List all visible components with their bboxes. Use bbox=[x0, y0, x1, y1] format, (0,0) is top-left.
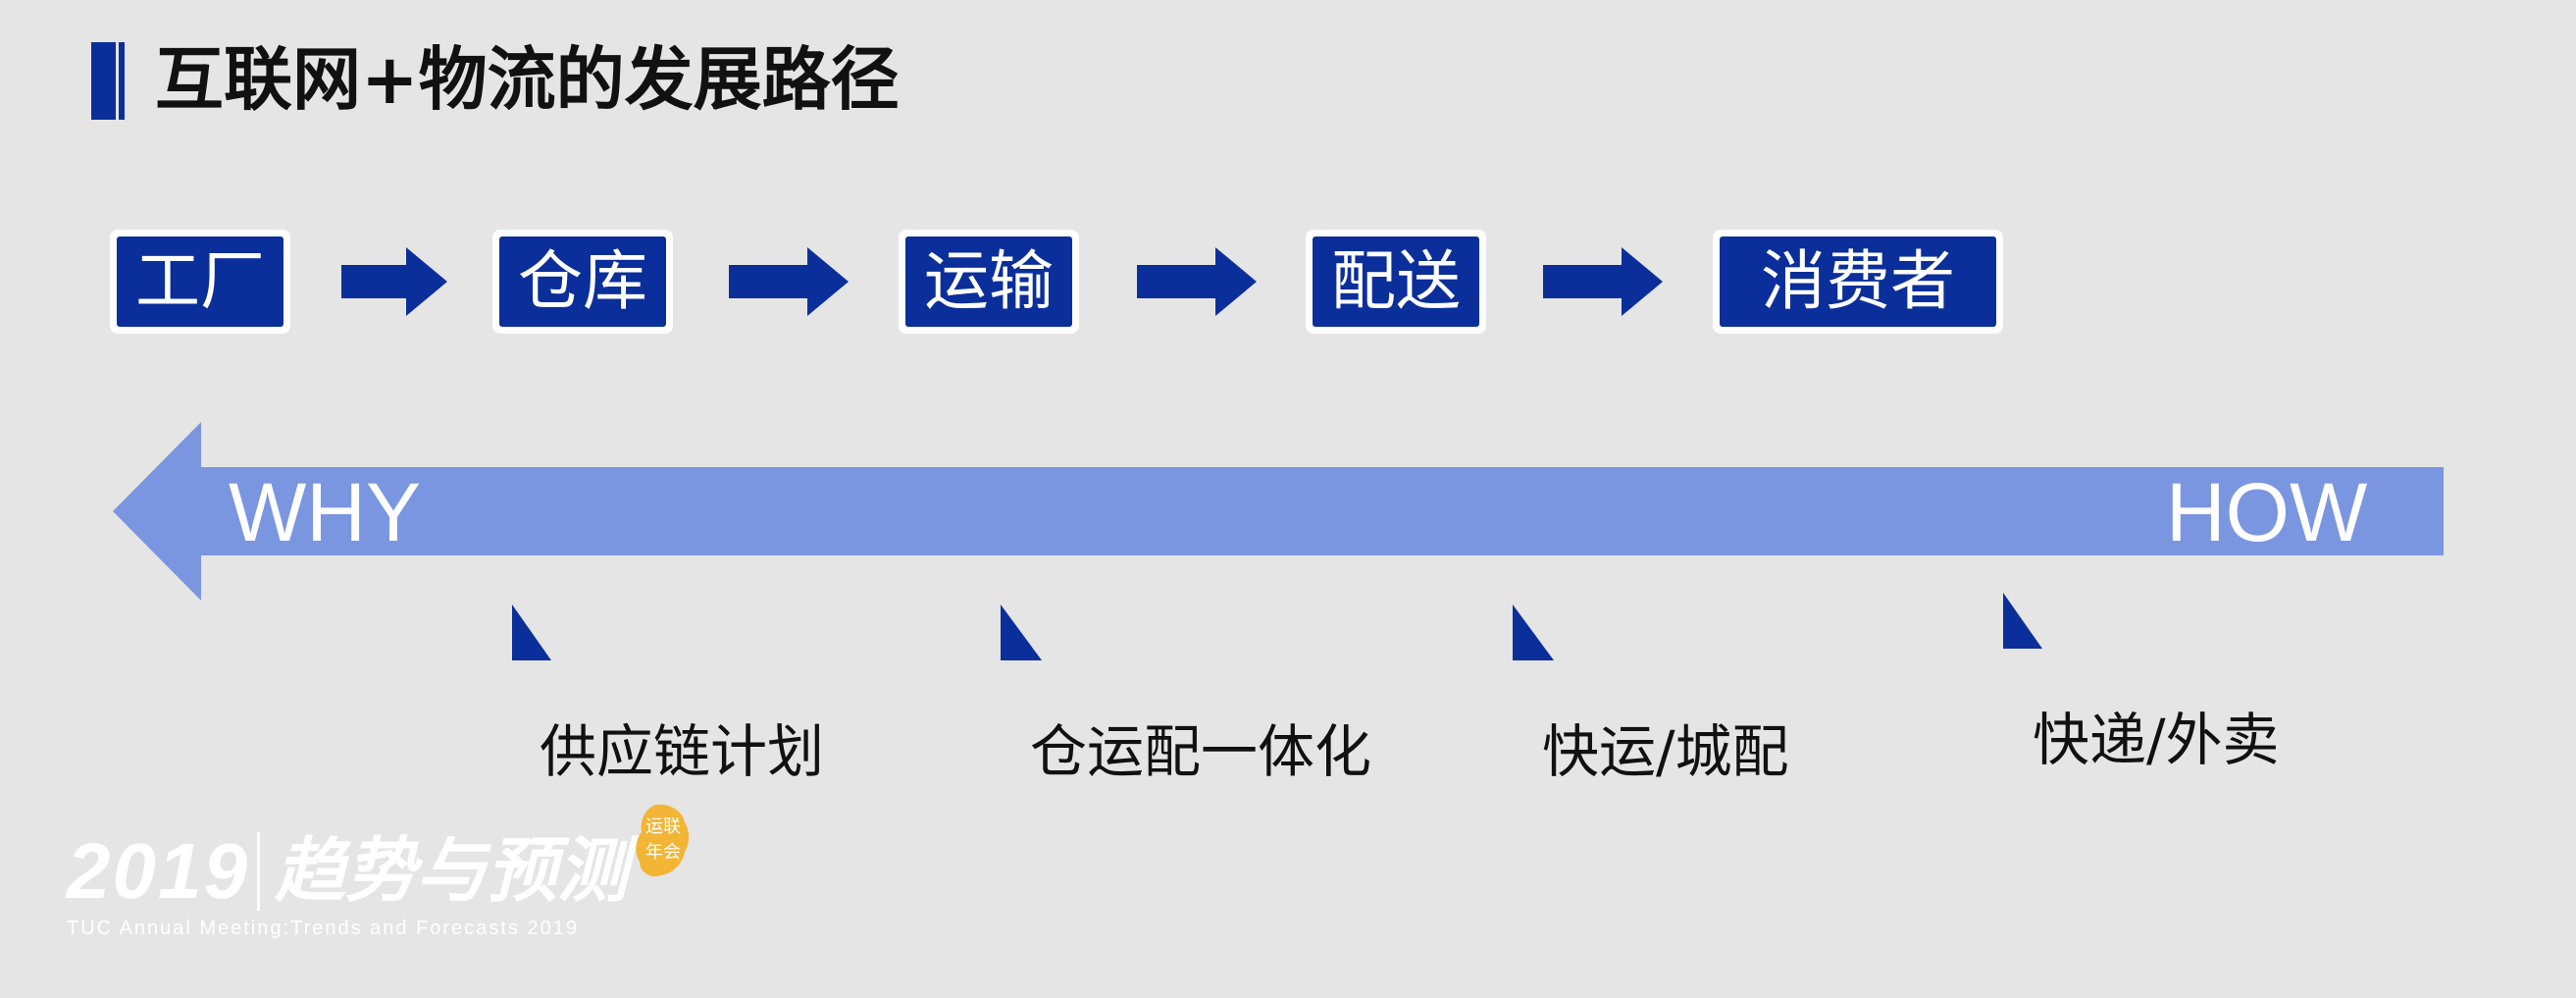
step-consumer: 消费者 bbox=[1713, 230, 2003, 334]
title-accent-bar bbox=[91, 42, 125, 120]
logo-year: 2019 bbox=[67, 827, 249, 915]
stage-marker-icon bbox=[512, 604, 551, 660]
step-warehouse-label: 仓库 bbox=[499, 236, 666, 327]
how-label: HOW bbox=[2166, 466, 2368, 558]
stage-label-supply-chain: 供应链计划 bbox=[540, 718, 825, 785]
stage-label-express: 快递/外卖 bbox=[2033, 707, 2280, 773]
svg-text:运联: 运联 bbox=[645, 816, 681, 837]
event-badge-icon: 运联 年会 bbox=[636, 804, 690, 877]
logo-divider bbox=[257, 832, 260, 911]
stage-marker-icon bbox=[1001, 604, 1042, 660]
flow-arrow-icon bbox=[341, 247, 447, 316]
step-factory-label: 工厂 bbox=[117, 236, 283, 327]
flow-arrow-icon bbox=[1137, 247, 1257, 316]
step-transport: 运输 bbox=[899, 230, 1079, 334]
svg-text:年会: 年会 bbox=[645, 842, 681, 863]
step-delivery: 配送 bbox=[1306, 230, 1486, 334]
step-factory: 工厂 bbox=[110, 230, 290, 334]
step-transport-label: 运输 bbox=[905, 236, 1072, 327]
flow-arrow-icon bbox=[729, 247, 849, 316]
title-accent-bar-thick bbox=[91, 42, 116, 120]
title-accent-bar-thin bbox=[119, 42, 125, 120]
stage-marker-icon bbox=[1513, 604, 1554, 660]
step-delivery-label: 配送 bbox=[1313, 236, 1479, 327]
step-consumer-label: 消费者 bbox=[1720, 236, 1996, 327]
flow-arrow-icon bbox=[1543, 247, 1663, 316]
stage-label-freight: 快运/城配 bbox=[1542, 718, 1789, 785]
stage-label-integration: 仓运配一体化 bbox=[1030, 718, 1372, 785]
why-label: WHY bbox=[229, 466, 421, 558]
stage-marker-icon bbox=[2003, 593, 2042, 649]
page-title: 互联网+物流的发展路径 bbox=[155, 39, 900, 120]
direction-arrow-icon bbox=[113, 422, 2444, 601]
logo-subtitle: TUC Annual Meeting:Trends and Forecasts … bbox=[67, 918, 579, 939]
logo-title: 趋势与预测 bbox=[275, 829, 629, 912]
step-warehouse: 仓库 bbox=[492, 230, 673, 334]
